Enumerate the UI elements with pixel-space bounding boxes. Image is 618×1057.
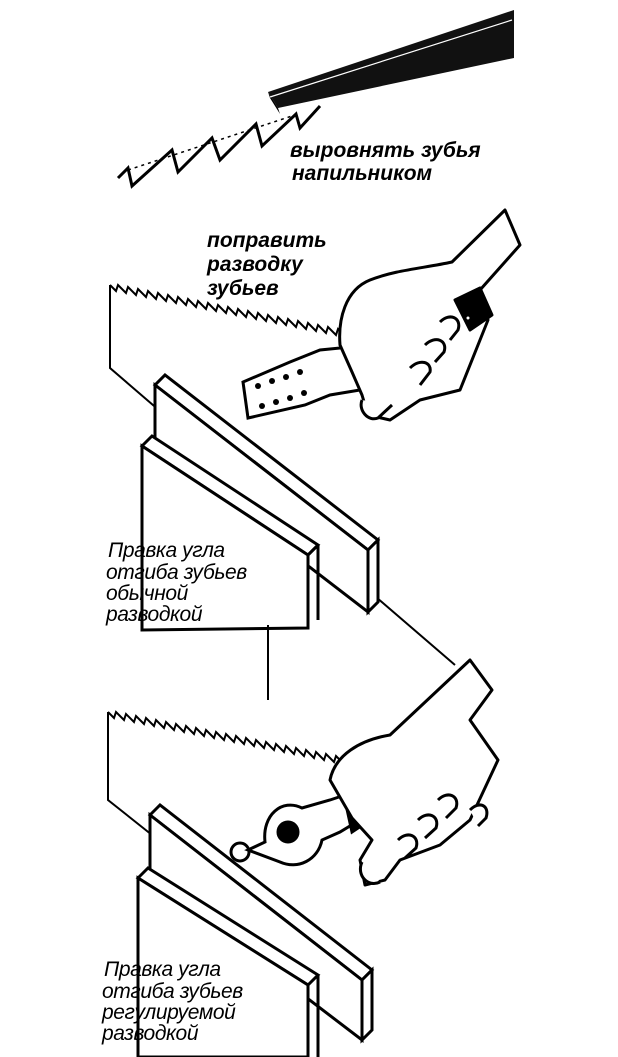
file-icon <box>268 10 514 114</box>
hand-icon <box>328 658 500 887</box>
caption-regular-line1: Правка угла <box>108 539 225 562</box>
caption-adjustable-line4: разводкой <box>101 1022 199 1045</box>
caption-regular-set: Правка угла отгиба зубьев обычной развод… <box>105 539 248 626</box>
caption-adjustable-line3: регулируемой <box>101 1001 236 1024</box>
label-set-step: поправить разводку зубьев <box>206 229 327 300</box>
vise-icon <box>139 373 381 700</box>
label-set-step-line2: разводку <box>206 253 304 276</box>
caption-regular-line4: разводкой <box>105 603 203 626</box>
hand-icon <box>338 208 522 422</box>
caption-adjustable-line1: Правка угла <box>104 958 221 981</box>
caption-regular-line3: обычной <box>106 582 189 605</box>
vise-icon <box>135 803 375 1057</box>
label-file-step-line2: напильником <box>292 162 433 185</box>
filed-teeth <box>116 104 322 189</box>
label-set-step-line3: зубьев <box>207 277 279 300</box>
label-set-step-line1: поправить <box>207 229 327 252</box>
caption-adjustable-line2: отгиба зубьев <box>102 980 243 1003</box>
label-file-step: выровнять зубья напильником <box>290 139 481 185</box>
caption-adjustable-set: Правка угла отгиба зубьев регулируемой р… <box>101 958 244 1045</box>
caption-regular-line2: отгиба зубьев <box>106 561 247 584</box>
label-file-step-line1: выровнять зубья <box>290 139 481 162</box>
